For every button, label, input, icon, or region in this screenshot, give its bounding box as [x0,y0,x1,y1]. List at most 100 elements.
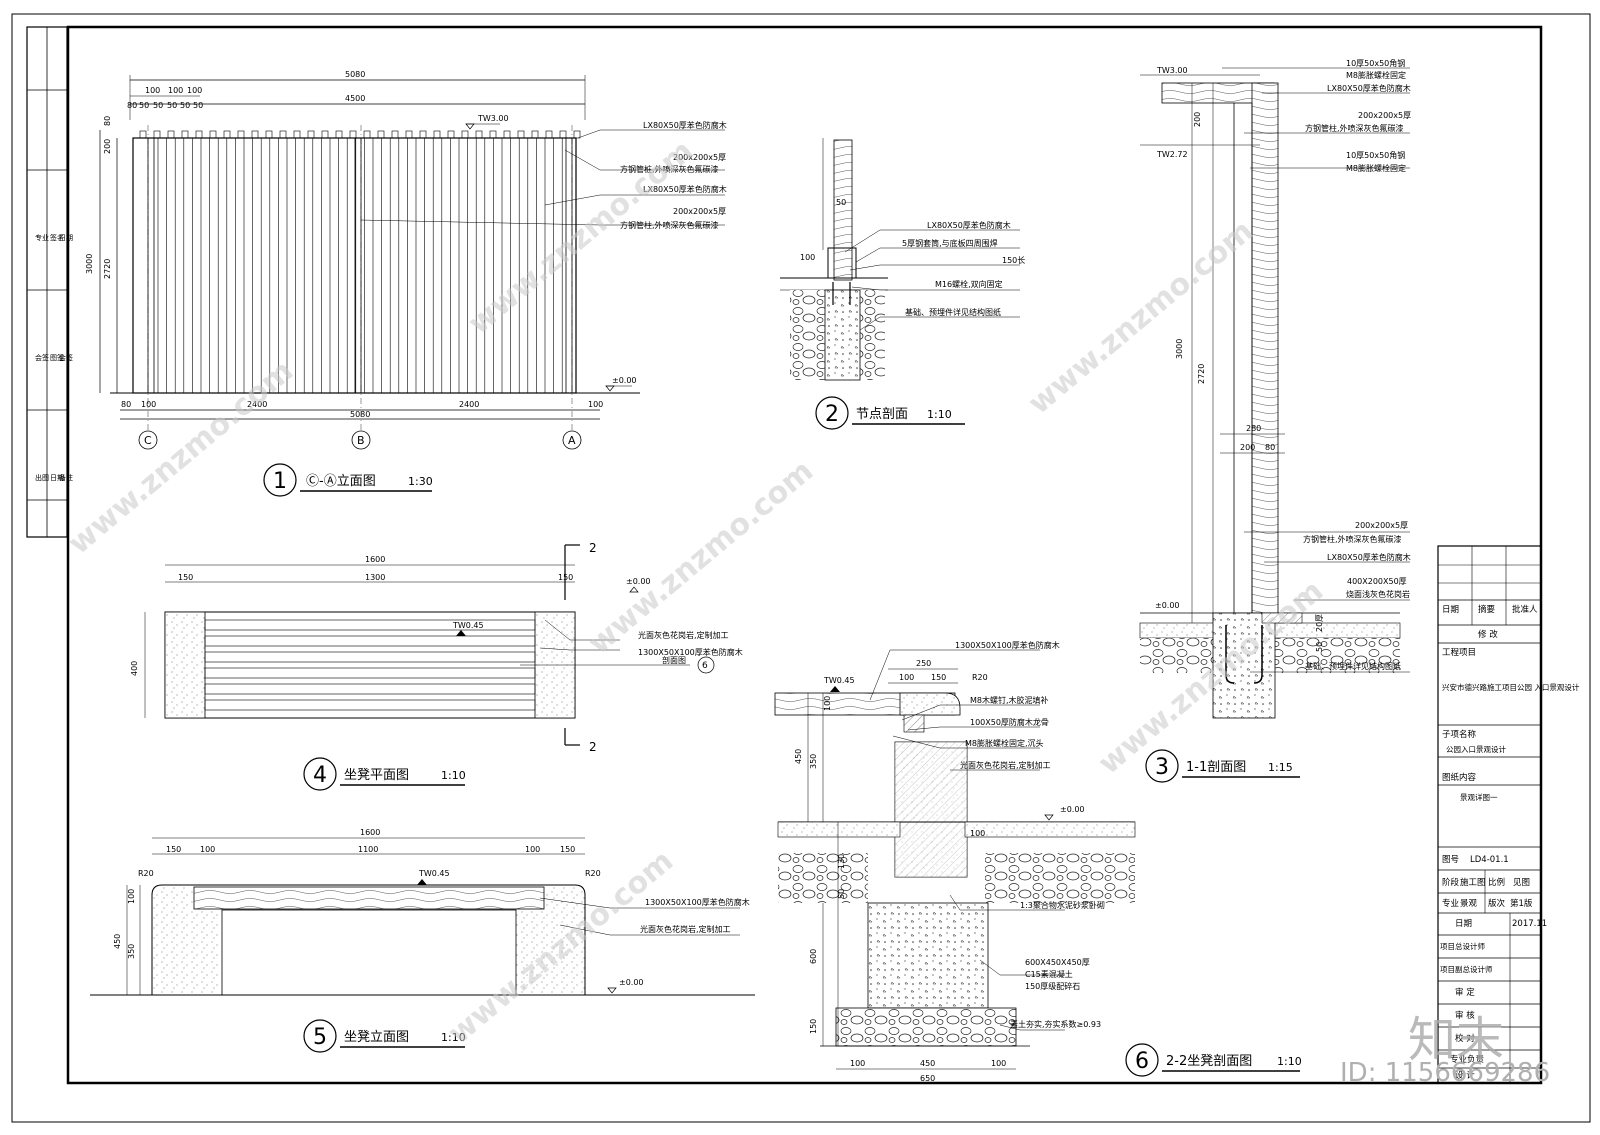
slat-top [377,130,385,139]
role-label: 校 对 [1455,1033,1475,1044]
level-label: TW3.00 [477,114,509,123]
content-name: 景观详图一 [1460,792,1498,802]
note-label: 基础、预埋件详见结构图纸 [1305,661,1401,671]
level-label: ±0.00 [1060,805,1085,814]
dim-label: 100 [525,845,540,854]
view-scale: 1:10 [441,1031,466,1044]
watermark-id: ID: 1156669286 [1340,1058,1551,1088]
field-label: 图号 [1442,855,1459,865]
slat-top [461,130,469,139]
dim-label: 450 [794,749,803,764]
dim-label: 350 [127,944,136,959]
axis-label: A [568,434,576,447]
rev-header: 摘要 [1478,604,1496,615]
note-label: 600X450X450厚 [1025,958,1090,967]
dim-label: 3000 [85,254,94,274]
level-label: ±0.00 [612,376,637,385]
note-label: 光面灰色花岗岩,定制加工 [638,630,729,640]
dim-label: 450 [113,934,122,949]
slat-top [447,130,455,139]
note-label: 1300X50X100厚苯色防腐木 [955,640,1060,650]
bench-plank [204,667,536,679]
bench-plank [204,651,536,663]
slat-top [321,130,329,139]
view-number: 3 [1155,755,1169,780]
field-value: 第1版 [1510,898,1533,909]
slat-top [279,130,287,139]
radius-label: R20 [585,869,601,878]
watermark-logo: 知末 [1408,1012,1505,1068]
dim-label: 150 [809,1019,818,1034]
strip-label: 专业 [35,233,49,242]
note-label: M8木螺钉,木胶泥填补 [970,695,1049,705]
role-label: 设 计 [1455,1070,1475,1081]
note-label: 5厚钢套筒,与底板四周围焊 [902,238,998,248]
dim-label: 100 [970,829,985,838]
cut-mark: 2 [589,740,597,754]
slat-top [293,130,301,139]
note-label: 200x200x5厚 [1355,521,1408,530]
dim-label: 350 [809,754,818,769]
radius-label: R20 [972,673,988,682]
strip-label: 日期 [50,474,64,482]
dim-label: 50 [836,198,846,207]
cut-mark: 2 [589,541,597,555]
view-title: Ⓒ-Ⓐ立面图 [306,474,376,489]
dim-label: 80 [1265,443,1275,452]
dim-label: 400 [130,661,139,676]
slat-top [503,130,511,139]
note-label: 200x200x5厚 [673,153,726,162]
view-number: 5 [313,1025,327,1050]
view-number: 6 [1135,1049,1149,1074]
axis-label: C [144,434,152,447]
note-label: 方钢管柱,外喷深灰色氟碳漆 [620,220,719,230]
note-label: C15素混凝土 [1025,969,1073,979]
rev-label: 修 改 [1478,629,1498,640]
strip-label: 图签 [50,353,64,362]
strip-label: 会签 [59,353,73,362]
note-label: 光面灰色花岗岩,定制加工 [640,924,731,934]
view-2-node-section: 50 100 LX80X50厚苯色防腐木 5厚钢套筒,与底板四周围焊 150长 … [780,138,1025,430]
bench-plank [204,683,536,695]
note-label: LX80X50厚苯色防腐木 [1327,552,1411,562]
note-label: LX80X50厚苯色防腐木 [643,120,727,130]
view-scale: 1:10 [441,769,466,782]
note-label: LX80X50厚苯色防腐木 [927,220,1011,230]
dim-label: 150 [166,845,181,854]
field-label: 图纸内容 [1442,772,1477,783]
note-label: LX80X50厚苯色防腐木 [643,184,727,194]
slat-top [181,130,189,139]
strip-label: 签名 [50,233,64,242]
note-label: 1:3聚合物水泥砂浆卧砌 [1020,900,1105,910]
slat-top [223,130,231,139]
title-block: 日期 摘要 批准人 修 改 工程项目 兴安市德兴路施工项目公园 入口景观设计 子… [1437,545,1580,1084]
view-title: 坐凳平面图 [344,767,409,783]
slat-top [573,130,581,139]
dim-label: 100 [168,86,183,95]
dim-label: 5080 [350,410,370,419]
sub-name: 公园入口景观设计 [1446,744,1506,754]
slat-top [531,130,539,139]
dim-label: 50 [180,101,190,110]
note-label: 剖面图 [662,655,686,665]
slat-top [167,130,175,139]
note-label: 10厚50x50角钢 [1346,58,1405,68]
radius-label: R20 [138,869,154,878]
outer-border [11,13,1591,1123]
field-label: 日期 [1455,919,1472,929]
note-label: 200x200x5厚 [1358,111,1411,120]
dim-label: 100 [823,696,832,711]
project-name: 兴安市德兴路施工项目公园 入口景观设计 [1442,682,1580,692]
dim-label: 150 [178,573,193,582]
field-value: 2017.11 [1512,919,1547,929]
level-label: TW0.45 [823,676,855,685]
note-label: 光面灰色花岗岩,定制加工 [960,760,1051,770]
slat-top [195,130,203,139]
field-value: 景观 [1460,899,1478,909]
note-label: 烧面浅灰色花岗岩 [1346,589,1410,599]
note-label: 基础、预埋件详见结构图纸 [905,307,1001,317]
dim-label: 50 [193,101,203,110]
note-label: 方钢管柱,外喷深灰色氟碳漆 [1305,123,1404,133]
view-scale: 1:15 [1268,761,1293,774]
strip-label: 日期 [59,234,73,242]
